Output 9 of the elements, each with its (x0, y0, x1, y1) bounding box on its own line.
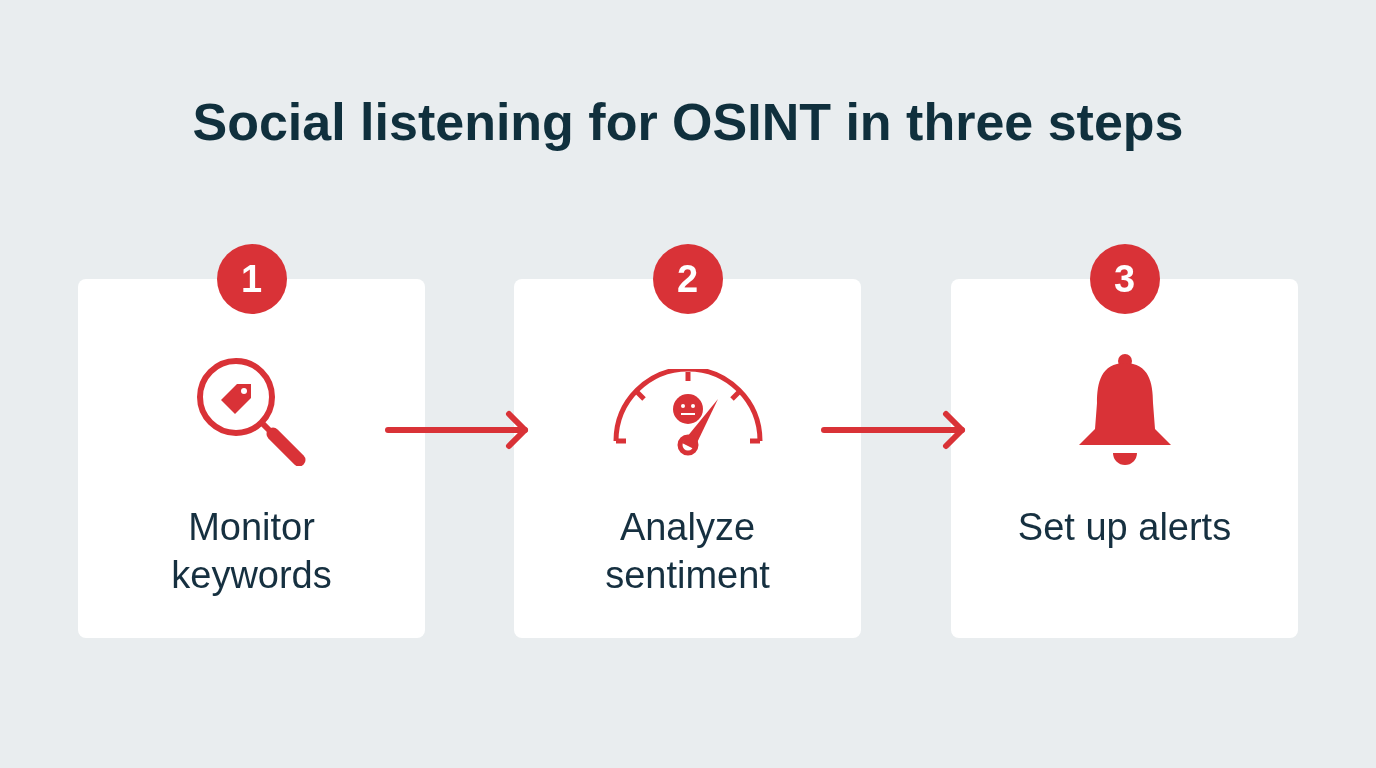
step-label: Monitor keywords (170, 505, 333, 598)
step-label: Analyze sentiment (604, 505, 771, 598)
step-number-badge: 1 (216, 244, 287, 314)
step-label: Set up alerts (1016, 505, 1233, 550)
step-number-badge: 3 (1089, 244, 1160, 314)
title: Social listening for OSINT in three steps (192, 92, 1184, 153)
step-number-badge: 2 (652, 244, 723, 314)
arrow (821, 411, 965, 449)
arrow (385, 411, 528, 449)
